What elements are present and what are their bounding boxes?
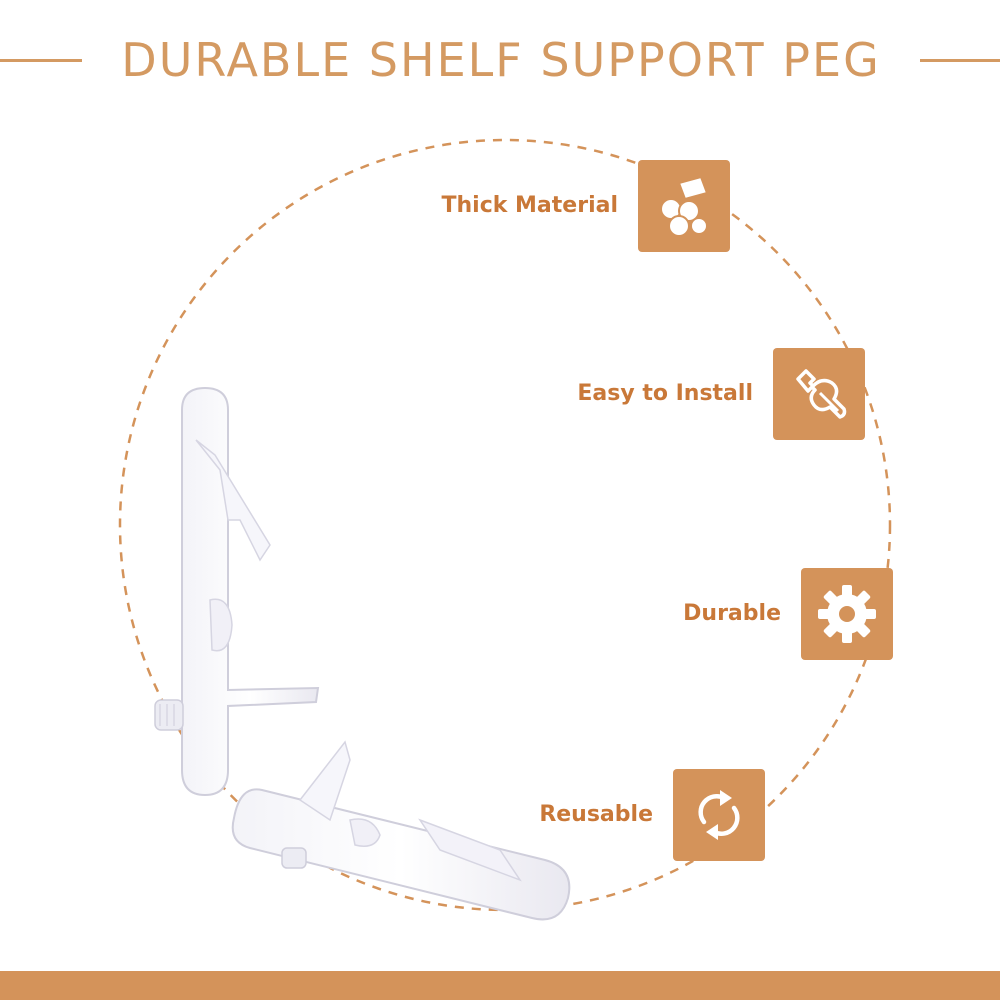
feature-icon-tile bbox=[673, 769, 765, 861]
header: DURABLE SHELF SUPPORT PEG bbox=[0, 22, 1000, 98]
recycle-arrows-icon bbox=[698, 790, 740, 840]
feature-label: Reusable bbox=[539, 802, 653, 827]
feature-label: Easy to Install bbox=[577, 381, 753, 406]
header-divider-left bbox=[0, 59, 82, 62]
gear-icon bbox=[818, 585, 876, 643]
feature-icon-tile bbox=[638, 160, 730, 252]
page-title: DURABLE SHELF SUPPORT PEG bbox=[121, 33, 881, 87]
peg-horizontal bbox=[231, 740, 571, 921]
feature-easy-to-install: Easy to Install bbox=[535, 348, 865, 440]
feature-icon-tile bbox=[773, 348, 865, 440]
wrench-icon bbox=[796, 369, 847, 419]
header-divider-right bbox=[920, 59, 1000, 62]
peg-vertical bbox=[154, 386, 320, 797]
feature-thick-material: Thick Material bbox=[400, 160, 730, 252]
feature-icon-tile bbox=[801, 568, 893, 660]
bottom-accent-bar bbox=[0, 971, 1000, 1000]
feature-label: Durable bbox=[683, 601, 781, 626]
feature-reusable: Reusable bbox=[435, 769, 765, 861]
feature-label: Thick Material bbox=[441, 193, 619, 218]
material-rolls-icon bbox=[660, 175, 709, 237]
feature-durable: Durable bbox=[563, 568, 893, 660]
